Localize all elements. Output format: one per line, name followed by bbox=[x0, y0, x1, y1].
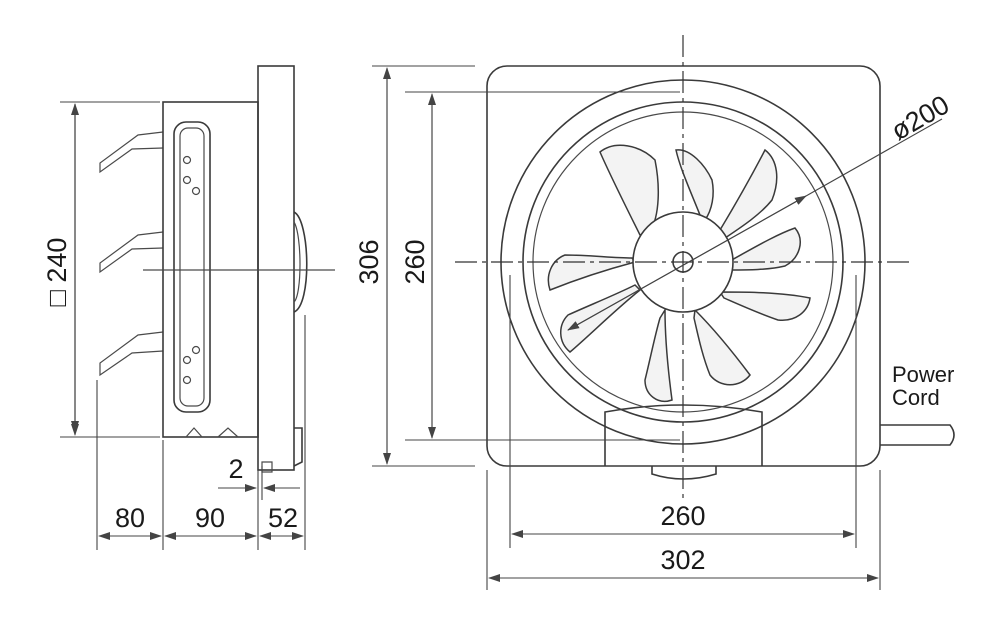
dim-diameter-200: ø200 bbox=[886, 89, 954, 146]
power-cord-label-1: Power bbox=[892, 362, 954, 387]
grille-holes bbox=[182, 155, 201, 385]
front-view bbox=[372, 35, 955, 590]
motor-dome bbox=[293, 211, 308, 313]
dim-52: 52 bbox=[268, 503, 298, 533]
fan-blades bbox=[547, 144, 811, 402]
power-cord-label-2: Cord bbox=[892, 385, 940, 410]
mounting-panel bbox=[257, 65, 295, 471]
side-view bbox=[60, 65, 335, 550]
dim-80: 80 bbox=[115, 503, 145, 533]
dim-square-240: □ 240 bbox=[42, 238, 72, 307]
dim-260-vertical: 260 bbox=[400, 239, 430, 284]
shutter-louvers bbox=[99, 131, 164, 377]
power-cord bbox=[880, 424, 955, 446]
dim-260-horizontal: 260 bbox=[660, 501, 705, 531]
dim-90: 90 bbox=[195, 503, 225, 533]
dim-302: 302 bbox=[660, 545, 705, 575]
dim-2: 2 bbox=[228, 454, 243, 484]
dim-306: 306 bbox=[354, 239, 384, 284]
side-grille-slot bbox=[173, 121, 211, 413]
